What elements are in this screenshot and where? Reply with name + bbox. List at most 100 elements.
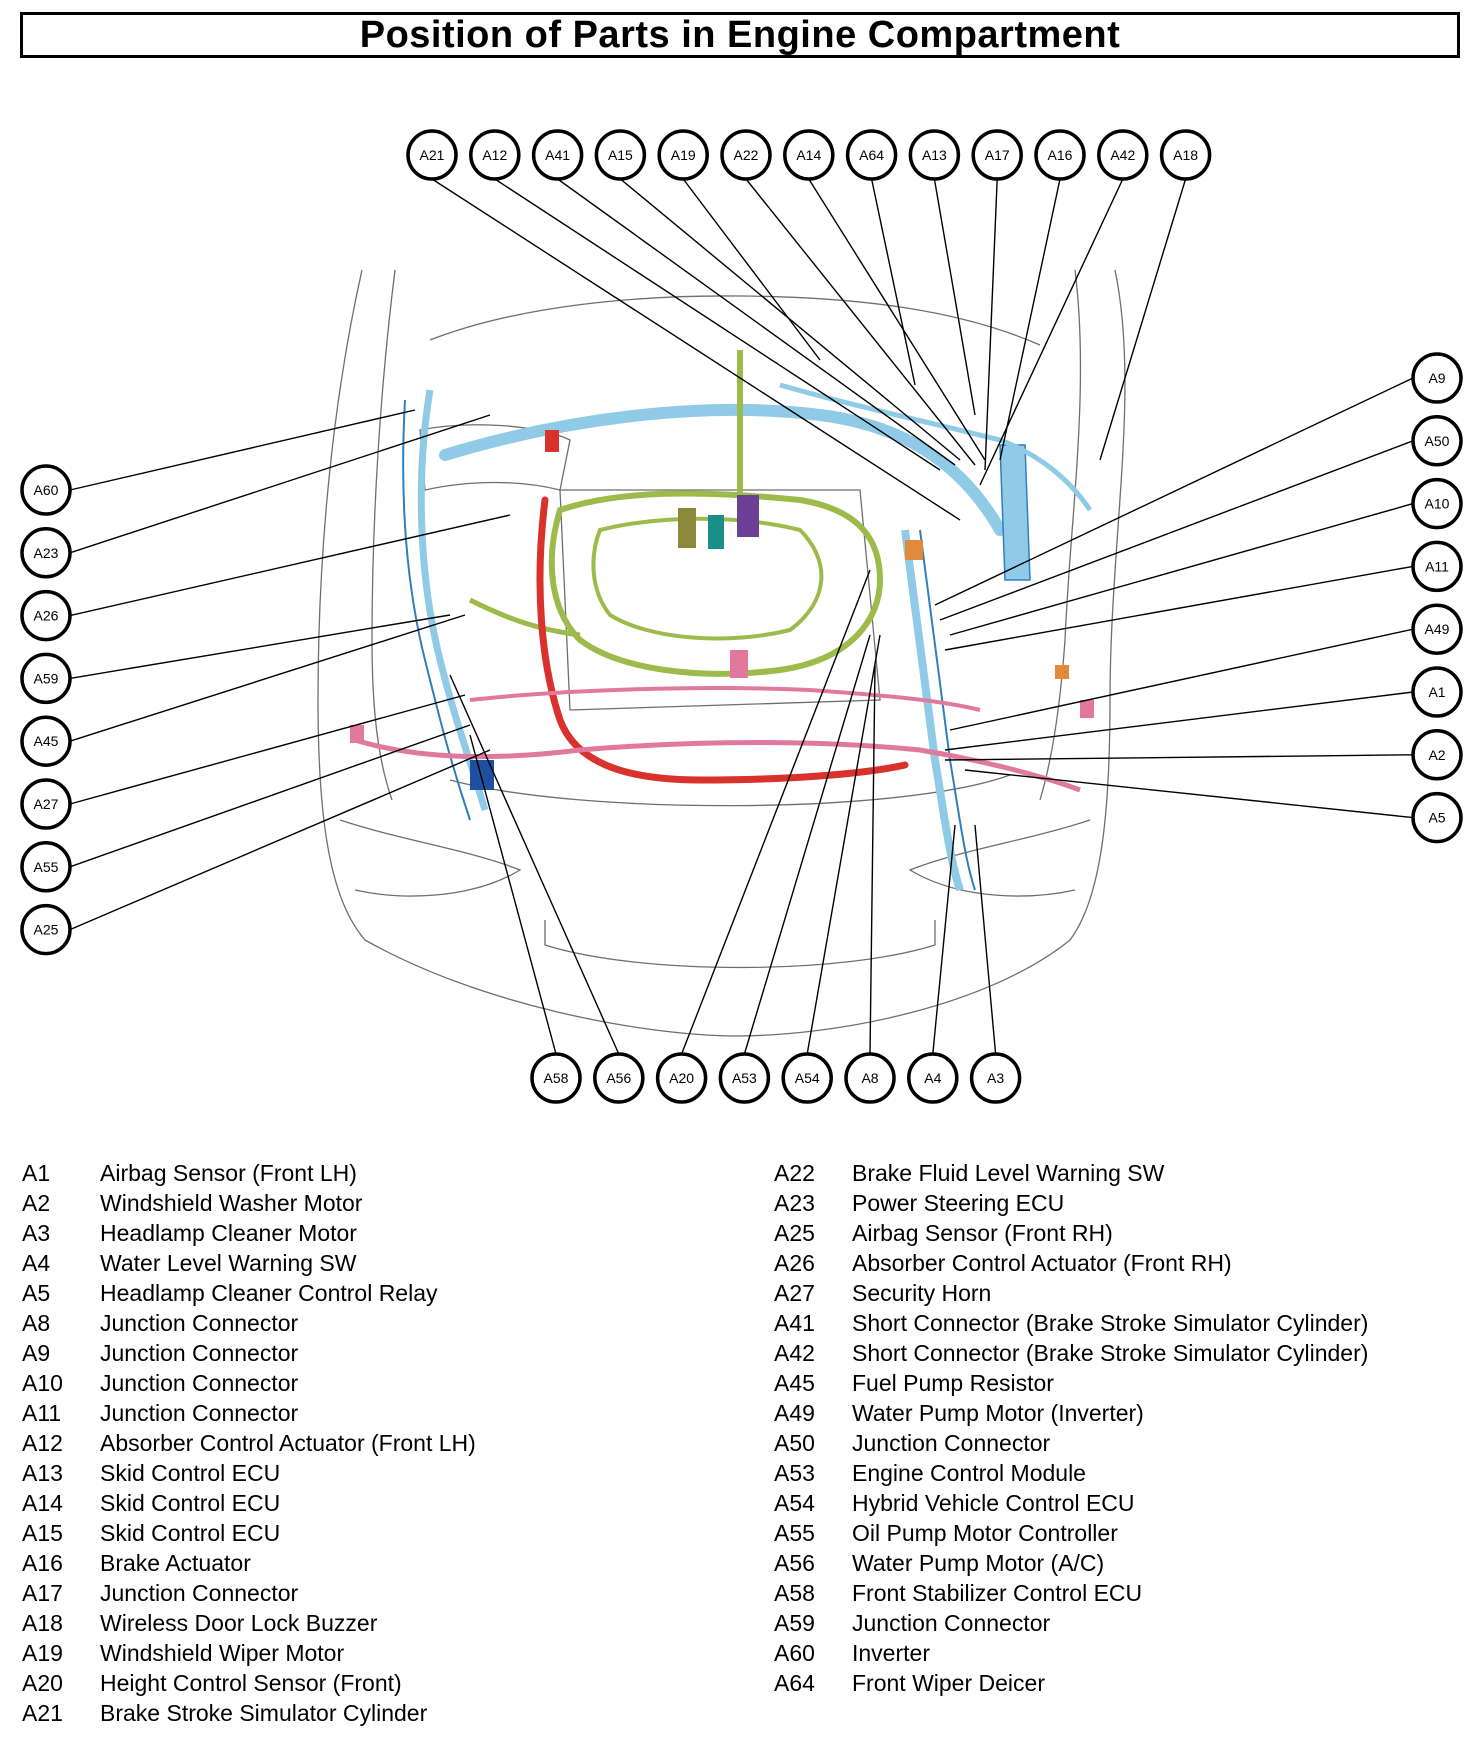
callout-a50: A50	[1411, 415, 1463, 467]
callout-a16: A16	[1034, 129, 1086, 181]
legend-code: A58	[774, 1579, 815, 1606]
callout-label: A17	[985, 147, 1010, 163]
strut-tower-left	[419, 424, 571, 491]
engine-harness-green-left	[468, 597, 581, 638]
callout-a15: A15	[594, 129, 647, 181]
front-bumper-outline	[364, 939, 1071, 1037]
callout-label: A23	[34, 545, 59, 561]
abs-block-blue	[999, 444, 1031, 581]
legend-name: Power Steering ECU	[852, 1189, 1065, 1216]
legend-name: Skid Control ECU	[100, 1459, 281, 1486]
callout-a58: A58	[530, 1052, 582, 1104]
wire-harness	[350, 350, 1094, 892]
headlamp-right-outline	[908, 819, 1091, 897]
leader-line-a56	[449, 674, 620, 1055]
legend-name: Hybrid Vehicle Control ECU	[852, 1489, 1135, 1516]
leader-line-a4	[932, 824, 956, 1055]
engine-harness-green-inner	[591, 516, 824, 641]
callout-circle	[406, 129, 458, 181]
callout-circle	[908, 129, 961, 181]
callout-label: A4	[924, 1070, 941, 1086]
leader-line-a54	[806, 634, 881, 1055]
right-harness-blue	[901, 529, 964, 892]
callout-label: A25	[34, 922, 59, 938]
callout-label: A55	[34, 859, 59, 875]
callout-a59: A59	[20, 652, 72, 705]
leader-line-a60	[69, 409, 416, 491]
callout-a19: A19	[657, 129, 709, 181]
callout-circle	[1411, 477, 1463, 530]
legend-name: Front Wiper Deicer	[852, 1669, 1045, 1696]
legend-code: A27	[774, 1279, 815, 1306]
callout-label: A10	[1425, 496, 1450, 512]
connector-red	[545, 430, 559, 452]
callout-label: A5	[1428, 810, 1445, 826]
callout-label: A16	[1048, 147, 1073, 163]
callout-a22: A22	[720, 129, 772, 181]
callout-label: A18	[1173, 147, 1198, 163]
callout-label: A20	[669, 1070, 694, 1086]
legend-name: Fuel Pump Resistor	[852, 1369, 1054, 1396]
callout-a21: A21	[406, 129, 458, 181]
callout-label: A9	[1428, 370, 1445, 386]
callout-a25: A25	[20, 903, 72, 956]
connector-purple	[737, 495, 759, 537]
callout-a17: A17	[971, 129, 1023, 181]
leader-line-a41	[557, 178, 956, 466]
leader-line-a2	[944, 754, 1414, 761]
legend-code: A19	[22, 1639, 63, 1666]
callout-circle	[657, 129, 709, 181]
callout-circle	[1411, 791, 1463, 844]
cowl-harness-blue	[439, 404, 1006, 536]
callout-a26: A26	[20, 589, 72, 642]
callout-a20: A20	[655, 1052, 708, 1104]
legend-code: A23	[774, 1189, 815, 1216]
leader-line-a53	[743, 634, 871, 1055]
legend-code: A18	[22, 1609, 63, 1636]
legend-code: A2	[22, 1189, 51, 1216]
legend-row: A9 Junction Connector	[22, 1338, 476, 1368]
legend-name: Windshield Wiper Motor	[100, 1639, 345, 1666]
fender-right-outline	[1069, 269, 1126, 941]
callout-circle	[1097, 129, 1149, 181]
legend-code: A17	[22, 1579, 63, 1606]
callout-label: A2	[1428, 747, 1445, 763]
callout-a41: A41	[531, 129, 584, 181]
legend-code: A42	[774, 1339, 815, 1366]
legend-code: A22	[774, 1159, 815, 1186]
leader-line-a59	[69, 614, 451, 680]
callout-circle	[781, 1052, 833, 1104]
leader-line-a27	[69, 694, 466, 805]
callout-a64: A64	[845, 129, 898, 181]
leader-line-a1	[944, 691, 1414, 751]
connector-pink-left	[350, 725, 364, 743]
legend-code: A9	[22, 1339, 51, 1366]
legend-code: A60	[774, 1639, 815, 1666]
callout-circle	[907, 1052, 959, 1104]
legend-name: Junction Connector	[100, 1339, 299, 1366]
connector-orange-2	[1055, 665, 1069, 679]
legend-name: Junction Connector	[100, 1309, 299, 1336]
legend-code: A21	[22, 1699, 63, 1726]
callout-a18: A18	[1159, 129, 1212, 181]
callout-circle	[1411, 666, 1463, 718]
leader-line-a5	[964, 769, 1414, 819]
callout-a10: A10	[1411, 477, 1463, 530]
cowl-outline	[429, 295, 1041, 346]
callout-a23: A23	[20, 527, 72, 579]
